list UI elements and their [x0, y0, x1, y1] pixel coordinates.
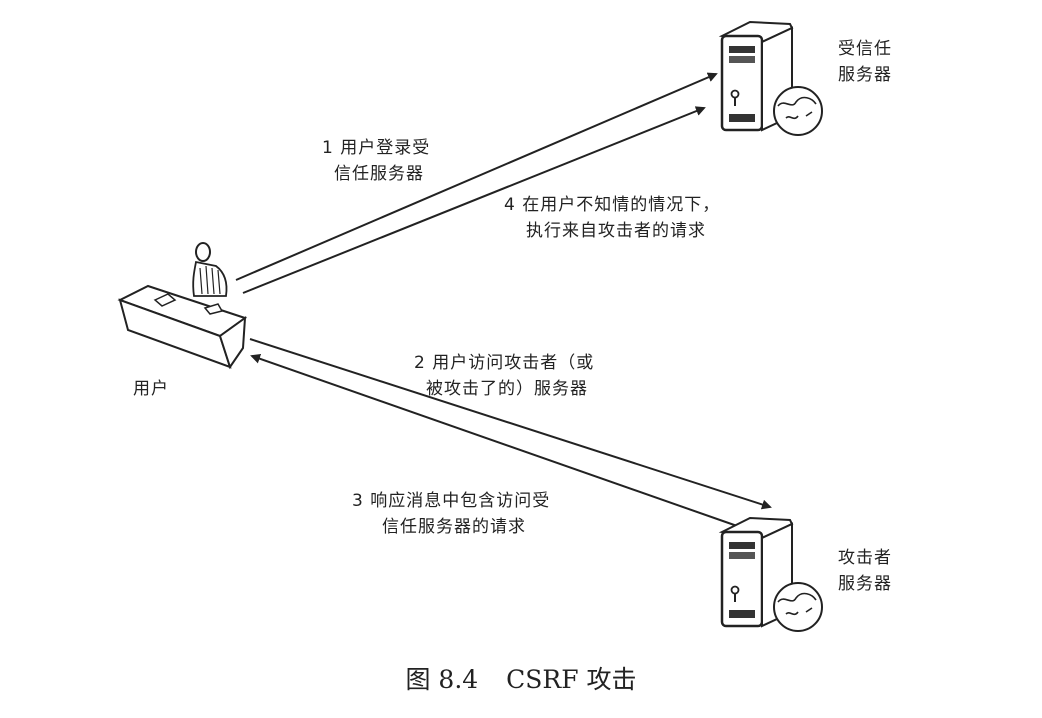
attacker-server-label-line: 攻击者 [838, 548, 892, 568]
attacker-server-icon [718, 516, 823, 632]
step-2-label-line: 被攻击了的）服务器 [426, 379, 588, 399]
attacker-server-label: 攻击者 服务器 [838, 545, 892, 597]
arrow-step-3 [250, 353, 741, 528]
step-1-label-line: 1 用户登录受 [322, 138, 431, 158]
trusted-server-icon [718, 20, 823, 136]
trusted-server-label: 受信任 服务器 [838, 36, 892, 88]
step-4-label-line: 4 在用户不知情的情况下， [504, 195, 721, 215]
attacker-server-label-line: 服务器 [838, 574, 892, 594]
user-at-desk-icon [117, 242, 248, 370]
arrow-step-2 [249, 338, 772, 510]
figure-caption: 图 8.4 CSRF 攻击 [0, 660, 1042, 696]
arrow-step-1 [235, 72, 718, 281]
step-3-label-line: 3 响应消息中包含访问受 [352, 491, 551, 511]
trusted-server-label-line: 受信任 [838, 39, 892, 59]
step-4-label: 4 在用户不知情的情况下， 执行来自攻击者的请求 [504, 192, 720, 244]
figure-number: 图 8.4 [405, 665, 479, 694]
trusted-server-label-line: 服务器 [838, 65, 892, 85]
arrow-step-4 [242, 106, 706, 294]
step-1-label: 1 用户登录受 信任服务器 [322, 135, 430, 187]
step-4-label-line: 执行来自攻击者的请求 [526, 221, 706, 241]
user-label: 用户 [133, 379, 169, 399]
figure-title: CSRF 攻击 [506, 665, 637, 694]
step-3-label: 3 响应消息中包含访问受 信任服务器的请求 [352, 488, 550, 540]
step-3-label-line: 信任服务器的请求 [382, 517, 526, 537]
step-2-label: 2 用户访问攻击者（或 被攻击了的）服务器 [414, 350, 594, 402]
step-2-label-line: 2 用户访问攻击者（或 [414, 353, 595, 373]
step-1-label-line: 信任服务器 [334, 164, 424, 184]
